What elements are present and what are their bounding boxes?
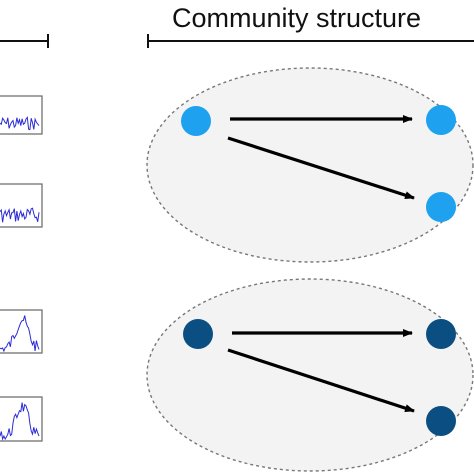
signal-2-panel: [0, 183, 43, 228]
signal-panels: [0, 95, 43, 442]
community-1-node-source: [181, 106, 211, 136]
signal-3-panel: [0, 309, 43, 354]
community-2-group: [146, 278, 474, 472]
signal-4-frame: [0, 396, 43, 442]
community-2-edge-bottom: [227, 348, 415, 413]
signal-1-trace: [0, 116, 40, 131]
community-2-node-source: [183, 319, 213, 349]
signal-3-trace: [0, 315, 40, 353]
community-2-node-target-bottom: [426, 406, 456, 436]
signal-2-frame: [0, 183, 43, 228]
signal-4-panel: [0, 396, 43, 442]
community-1-node-target-bottom: [426, 192, 456, 222]
community-1-edge-bottom: [227, 136, 415, 200]
community-1-node-target-top: [426, 105, 456, 135]
left-scale-bar: [0, 34, 49, 48]
signal-4-trace: [0, 402, 40, 441]
signal-1-panel: [0, 95, 43, 135]
signal-2-trace: [0, 207, 40, 223]
community-2-boundary: [146, 278, 474, 472]
community-1-group: [146, 67, 474, 263]
section-scale-bar: [147, 34, 474, 48]
section-title: Community structure: [172, 3, 421, 33]
signal-1-frame: [0, 95, 43, 135]
community-2-node-target-top: [426, 319, 456, 349]
